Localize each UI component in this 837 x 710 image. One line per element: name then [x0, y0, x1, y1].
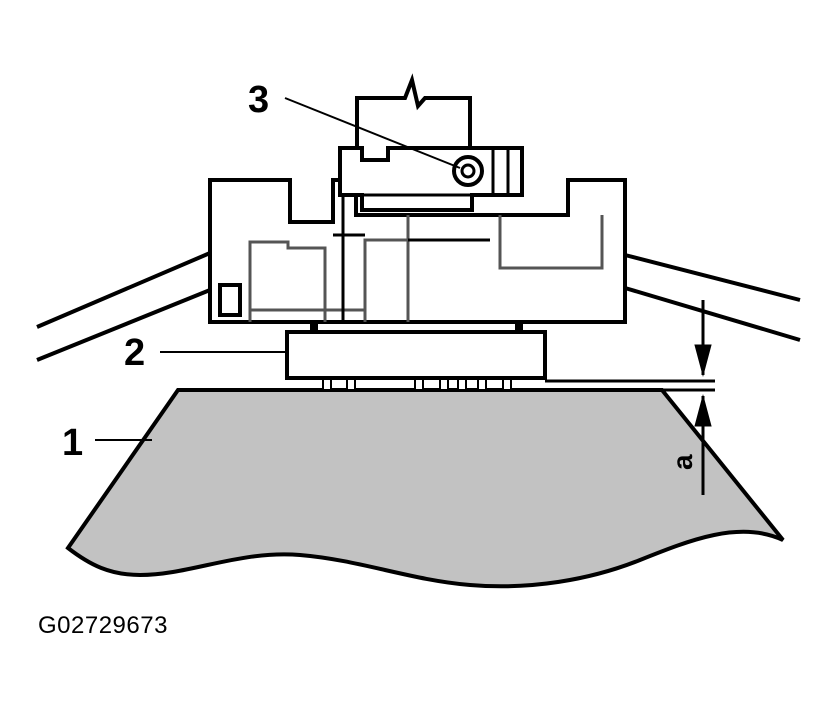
- broken-upper-extension: [355, 73, 472, 148]
- dimension-a-indicator: [545, 300, 715, 495]
- main-housing: [208, 178, 627, 324]
- part-2-spacer-block: [285, 330, 547, 380]
- part-3-bracket-lines: [362, 148, 510, 197]
- right-rail-upper: [624, 253, 801, 302]
- housing-slot: [218, 283, 242, 317]
- part-2-foot-right: [515, 322, 523, 332]
- housing-internal-details: [248, 215, 604, 322]
- figure-id-label: G02729673: [38, 612, 168, 639]
- leader-lines: [95, 97, 461, 441]
- guide-rails: [36, 251, 801, 362]
- part-1-base-surface: [65, 388, 785, 589]
- part-2-foot-left: [310, 322, 318, 332]
- callout-2: 2: [124, 332, 145, 374]
- leader-line-3: [284, 97, 461, 169]
- part-3-bolt-icon: [452, 155, 484, 187]
- housing-edge-details: [333, 180, 490, 322]
- left-rail-lower: [36, 288, 211, 362]
- dimension-label-a: a: [667, 454, 698, 470]
- callout-3: 3: [248, 79, 269, 121]
- callout-1: 1: [62, 422, 83, 464]
- right-rail-lower: [624, 286, 801, 342]
- left-rail-upper: [36, 251, 211, 329]
